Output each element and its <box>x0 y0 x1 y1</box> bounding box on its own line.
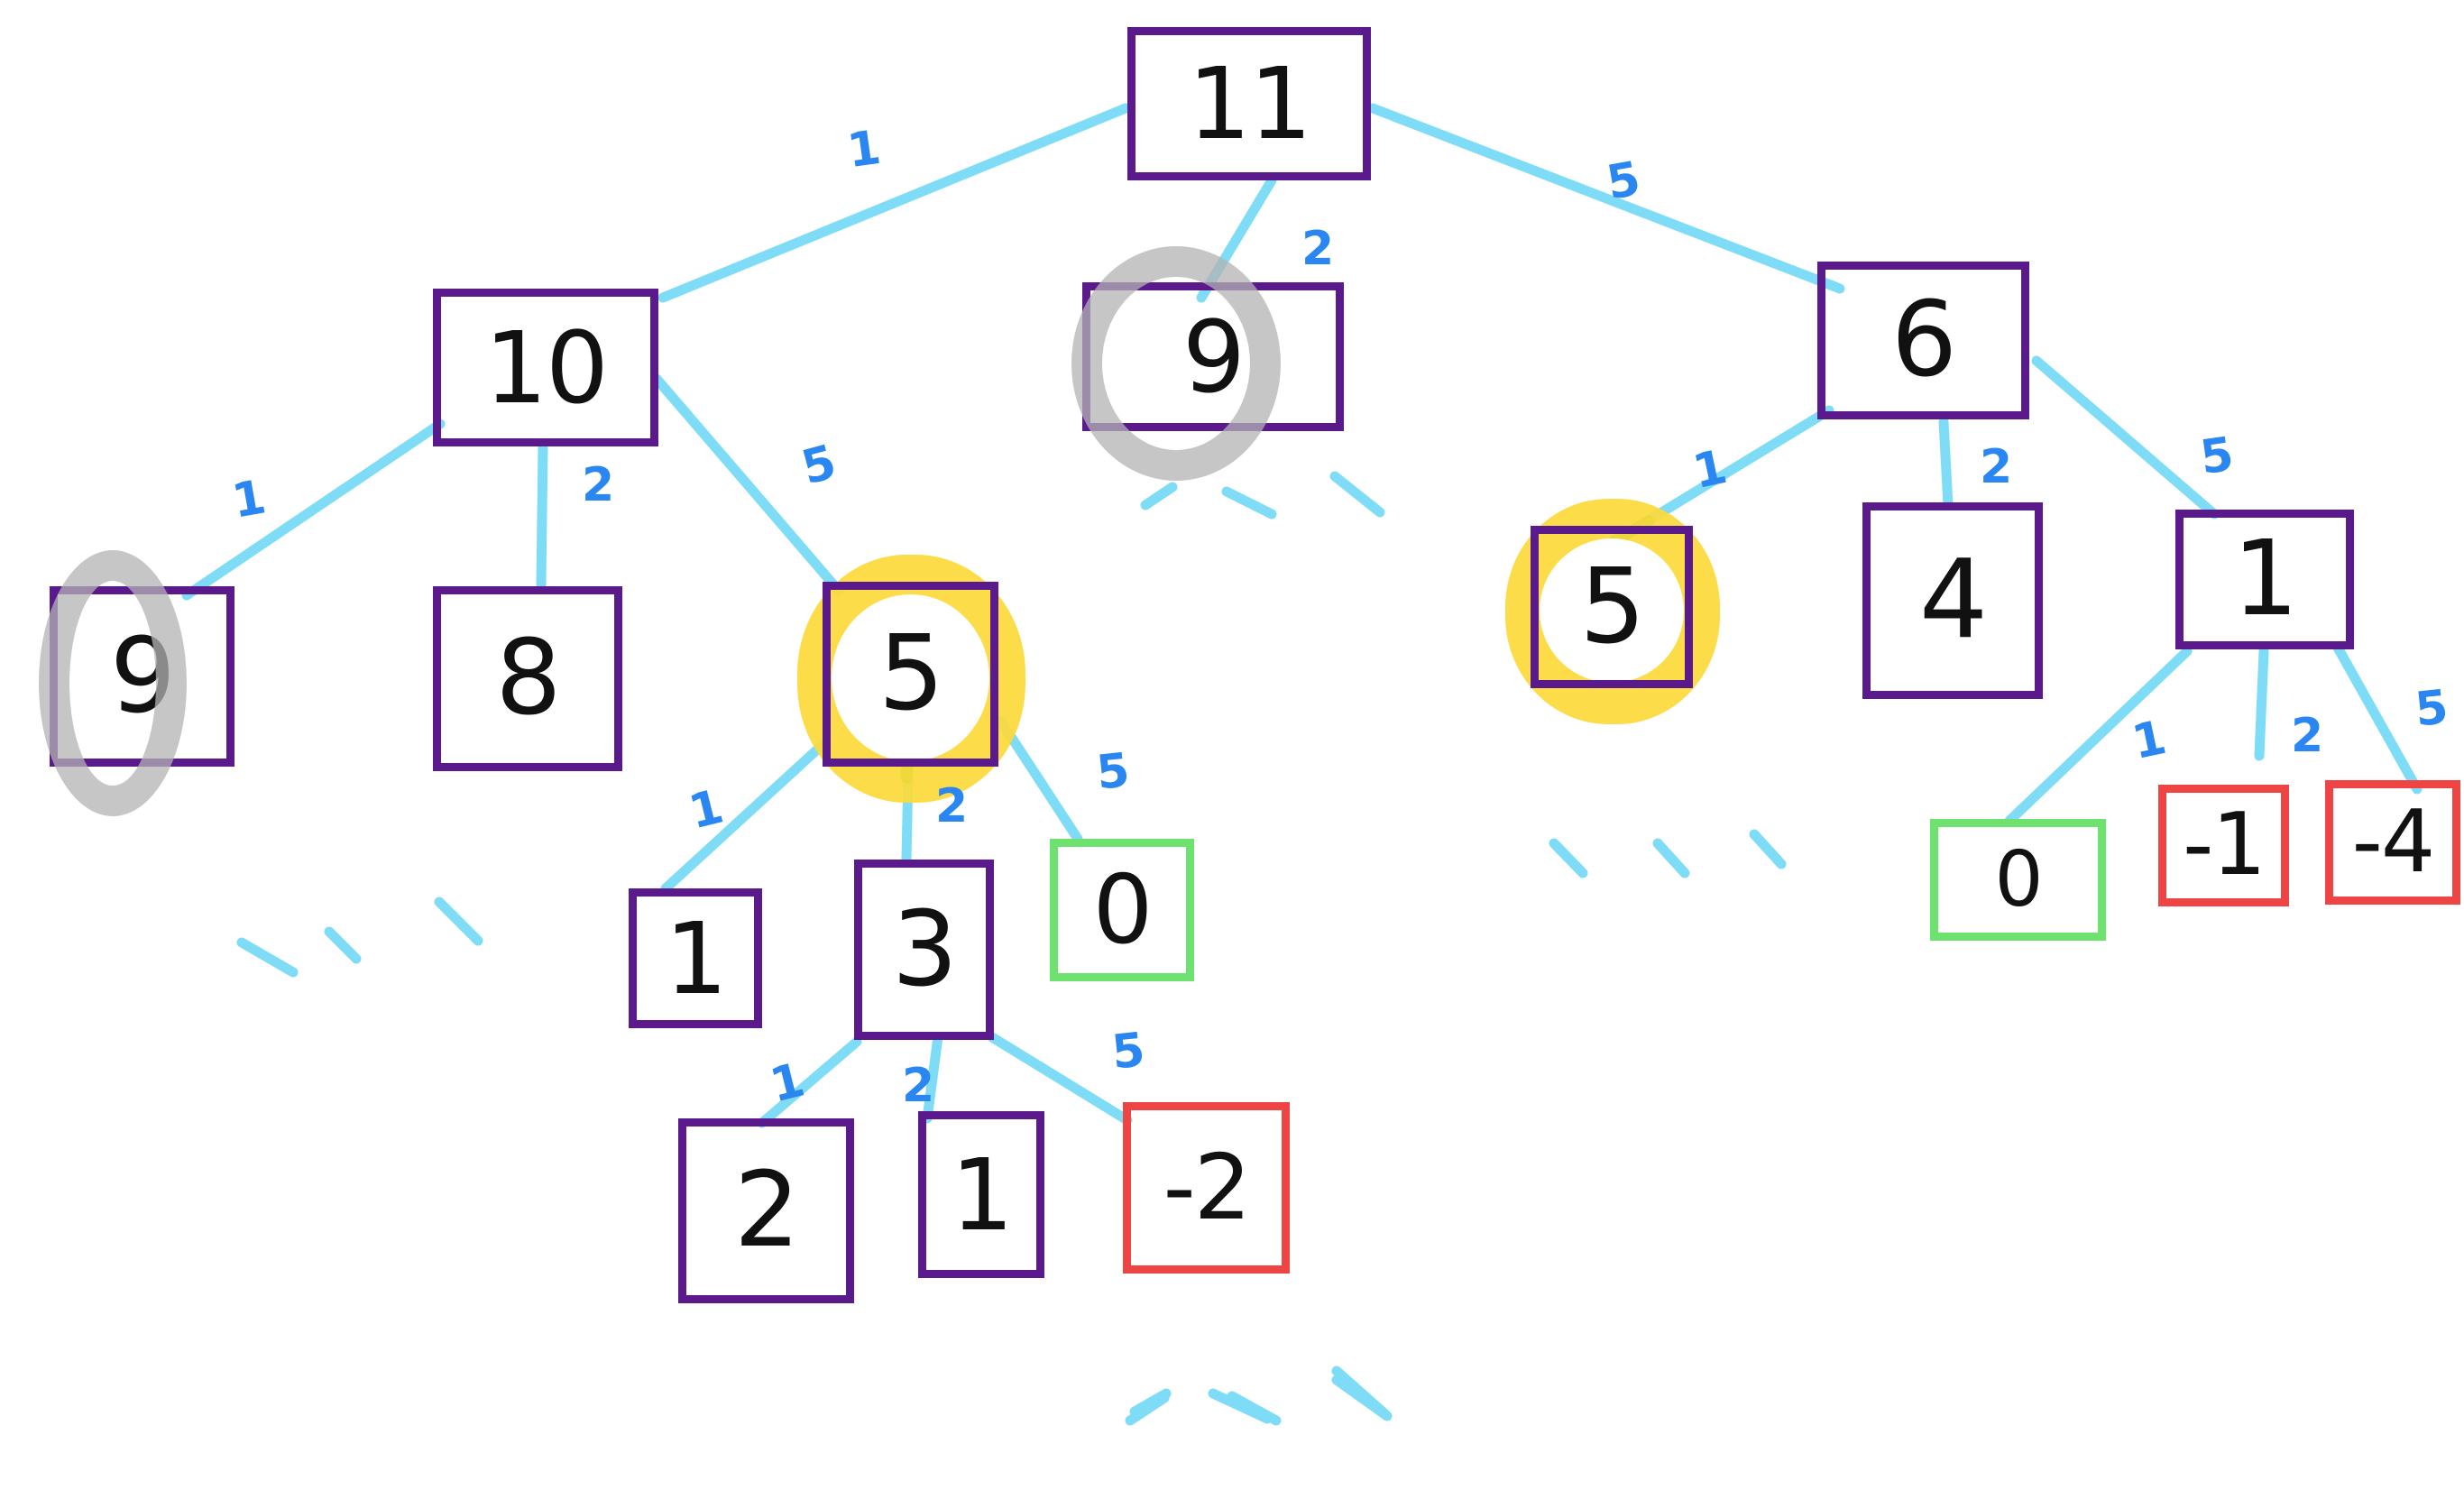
tree-node[interactable]: 11 <box>1127 27 1371 180</box>
edge-weight-label: 5 <box>2197 427 2238 486</box>
tree-node[interactable]: 5 <box>823 582 998 767</box>
tree-edge <box>1196 175 1277 303</box>
ellipsis-dash <box>1331 1375 1393 1421</box>
ellipsis-dash <box>1129 1388 1172 1417</box>
tree-node-value: 9 <box>109 615 176 737</box>
tree-node[interactable]: 9 <box>50 586 234 767</box>
ellipsis-dash <box>1140 482 1178 510</box>
edge-weight-label: 2 <box>1301 222 1335 276</box>
ellipsis-dash <box>324 926 362 964</box>
edge-weight-label: 2 <box>935 779 969 833</box>
tree-node-value: 9 <box>1182 299 1246 415</box>
tree-node[interactable]: 0 <box>1930 819 2106 941</box>
ellipsis-dash <box>1549 838 1588 878</box>
ellipsis-dash <box>1227 1391 1282 1426</box>
tree-node-value: 8 <box>495 618 561 739</box>
tree-node-value: 2 <box>733 1150 800 1271</box>
tree-node[interactable]: -2 <box>1123 1102 1290 1274</box>
tree-node[interactable]: 4 <box>1862 502 2043 699</box>
tree-node[interactable]: -1 <box>2158 785 2289 906</box>
tree-edge <box>922 1032 943 1124</box>
edge-weight-label: 2 <box>1980 440 2013 494</box>
edge-weight-label: 2 <box>582 458 615 512</box>
tree-node[interactable]: 1 <box>918 1111 1044 1278</box>
tree-edge <box>996 716 1083 844</box>
tree-edge <box>2031 355 2220 520</box>
edge-weight-label: 5 <box>2412 680 2451 738</box>
tree-node-value: 11 <box>1188 46 1312 161</box>
ellipsis-dash <box>1221 486 1277 520</box>
tree-node[interactable]: 10 <box>433 289 658 446</box>
tree-node[interactable]: 1 <box>2175 510 2354 649</box>
tree-node[interactable]: 2 <box>678 1118 854 1303</box>
tree-node[interactable]: 9 <box>1082 282 1344 431</box>
tree-node[interactable]: -4 <box>2325 780 2460 905</box>
edge-weight-label: 5 <box>1108 1023 1148 1081</box>
tree-node[interactable]: 0 <box>1050 839 1194 981</box>
ellipsis-dash <box>236 937 299 978</box>
tree-edge <box>536 441 548 590</box>
edge-weight-label: 2 <box>902 1059 935 1113</box>
tree-node-value: 4 <box>1918 538 1988 663</box>
tree-edge <box>987 1032 1133 1126</box>
tree-node-value: 6 <box>1890 280 1957 400</box>
tree-node-value: -1 <box>2183 795 2266 895</box>
ellipsis-dash <box>1749 829 1787 869</box>
ellipsis-dashes <box>1549 829 1787 878</box>
tree-edge <box>2254 646 2269 761</box>
ellipsis-dashes <box>236 897 483 978</box>
tree-node[interactable]: 1 <box>629 888 762 1028</box>
tree-node-value: 10 <box>484 309 609 426</box>
tree-node-value: -2 <box>1163 1135 1252 1240</box>
ellipsis-dashes <box>1140 471 1385 520</box>
tree-edge <box>2332 642 2423 795</box>
tree-node-value: 0 <box>1994 835 2043 924</box>
tree-node-value: 1 <box>665 900 728 1016</box>
tree-edge <box>1938 417 1954 510</box>
tree-node[interactable]: 5 <box>1531 526 1693 688</box>
edge-weight-label: 5 <box>1093 743 1133 801</box>
tree-node-value: 5 <box>1579 546 1645 667</box>
tree-node[interactable]: 3 <box>854 860 994 1040</box>
tree-node-value: 3 <box>891 888 958 1010</box>
tree-edge <box>2004 646 2193 826</box>
tree-node[interactable]: 6 <box>1817 262 2029 419</box>
tree-node[interactable]: 8 <box>433 586 622 771</box>
ellipsis-dashes <box>1129 1375 1393 1426</box>
tree-edge <box>657 103 1131 303</box>
tree-node-value: -4 <box>2351 792 2436 892</box>
ellipsis-dash <box>1652 838 1690 878</box>
ellipsis-dash <box>1329 471 1385 518</box>
edge-weight-label: 1 <box>844 120 885 179</box>
edge-weight-label: 2 <box>2291 709 2324 763</box>
tree-edge <box>1367 103 1845 294</box>
tree-edge <box>660 736 832 894</box>
tree-edge <box>181 418 446 601</box>
tree-edge <box>757 1036 862 1128</box>
tree-node-value: 0 <box>1092 854 1154 965</box>
tree-node-value: 1 <box>951 1136 1014 1253</box>
tree-node-value: 1 <box>2232 519 2298 639</box>
tree-node-value: 5 <box>878 613 944 734</box>
ellipsis-dash <box>434 897 483 946</box>
